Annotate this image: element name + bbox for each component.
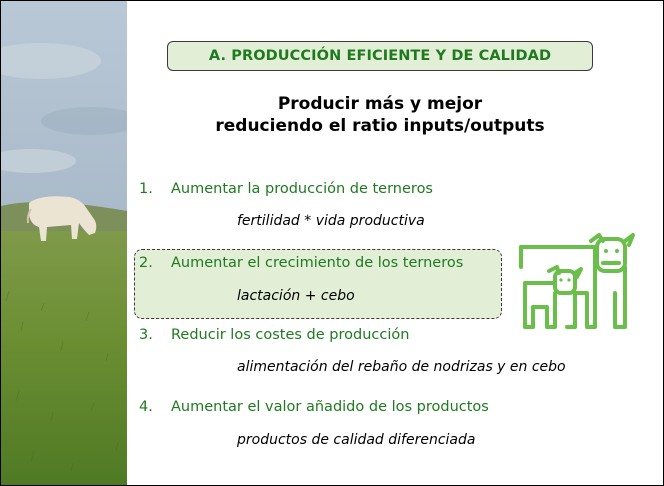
item-number: 3. — [139, 327, 153, 343]
item-label: Reducir los costes de producción — [171, 327, 410, 343]
list-item-4: 4. Aumentar el valor añadido de los produ… — [139, 399, 489, 415]
item-label: Aumentar la producción de terneros — [171, 181, 433, 197]
subtitle: Producir más y mejor reduciendo el ratio… — [167, 93, 593, 137]
item-label: Aumentar el crecimiento de los terneros — [171, 255, 464, 271]
item-number: 4. — [139, 399, 153, 415]
list-item-2: 2. Aumentar el crecimiento de los ternero… — [139, 255, 463, 271]
subtitle-line-2: reduciendo el ratio inputs/outputs — [215, 116, 545, 136]
cow-grazing-photo — [1, 1, 127, 485]
item-detail-3: alimentación del rebaño de nodrizas y en… — [237, 359, 566, 375]
subtitle-line-1: Producir más y mejor — [277, 94, 483, 114]
list-item-1: 1. Aumentar la producción de terneros — [139, 181, 433, 197]
item-number: 1. — [139, 181, 153, 197]
item-detail-2: lactación + cebo — [237, 288, 355, 304]
item-detail-4: productos de calidad diferenciada — [237, 432, 476, 448]
item-label: Aumentar el valor añadido de los product… — [171, 399, 489, 415]
section-title-box: A. PRODUCCIÓN EFICIENTE Y DE CALIDAD — [167, 41, 593, 71]
section-title: A. PRODUCCIÓN EFICIENTE Y DE CALIDAD — [208, 48, 552, 64]
list-item-3: 3. Reducir los costes de producción — [139, 327, 409, 343]
item-number: 2. — [139, 255, 153, 271]
highlight-box — [134, 249, 502, 319]
cow-and-calf-icon — [511, 227, 641, 337]
item-detail-1: fertilidad * vida productiva — [237, 213, 425, 229]
